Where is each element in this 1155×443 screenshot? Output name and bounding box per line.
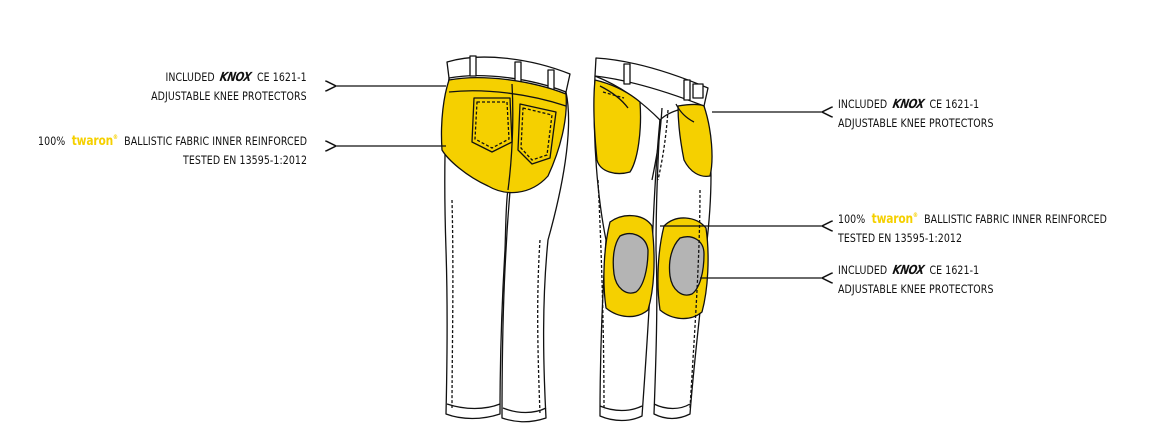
front-knox-hip-patch-right xyxy=(677,103,713,178)
knee-pad-right xyxy=(668,236,705,296)
callout-suffix: CE 1621-1 xyxy=(929,263,980,277)
callout-front-knox-bottom: INCLUDED KNOX CE 1621-1 ADJUSTABLE KNEE … xyxy=(838,260,994,299)
callout-back-knox: INCLUDED KNOX CE 1621-1 ADJUSTABLE KNEE … xyxy=(151,67,307,106)
callout-prefix: 100% xyxy=(838,212,866,226)
knee-pad-left xyxy=(612,233,649,294)
callout-suffix: CE 1621-1 xyxy=(257,70,307,84)
back-twaron-seat-patch xyxy=(440,77,567,194)
callout-suffix: BALLISTIC FABRIC INNER REINFORCED xyxy=(124,134,307,148)
knox-logo: KNOX xyxy=(891,262,926,277)
callout-front-twaron: 100% twaron® BALLISTIC FABRIC INNER REIN… xyxy=(838,206,1107,248)
back-pocket-left xyxy=(471,97,513,153)
callout-line2: ADJUSTABLE KNEE PROTECTORS xyxy=(838,116,994,130)
front-knox-hip-patch-left xyxy=(593,79,642,175)
callout-back-twaron: 100% twaron® BALLISTIC FABRIC INNER REIN… xyxy=(38,128,307,170)
callout-arrows xyxy=(336,86,822,278)
callout-prefix: INCLUDED xyxy=(838,97,888,111)
callout-suffix: BALLISTIC FABRIC INNER REINFORCED xyxy=(924,212,1108,226)
front-view-jeans xyxy=(593,57,713,422)
knox-logo: KNOX xyxy=(219,69,254,84)
twaron-logo: twaron® xyxy=(871,212,918,227)
callout-line2: TESTED EN 13595-1:2012 xyxy=(182,153,307,167)
knox-logo: KNOX xyxy=(891,96,926,111)
back-view-jeans xyxy=(440,55,571,423)
twaron-logo: twaron® xyxy=(71,134,118,149)
back-waistband xyxy=(446,56,571,93)
back-pocket-right xyxy=(517,103,557,165)
callout-prefix: 100% xyxy=(37,134,66,148)
callout-line2: ADJUSTABLE KNEE PROTECTORS xyxy=(838,282,994,296)
callout-prefix: INCLUDED xyxy=(838,263,888,277)
callout-suffix: CE 1621-1 xyxy=(929,97,980,111)
callout-line2: TESTED EN 13595-1:2012 xyxy=(838,231,963,245)
callout-front-knox-top: INCLUDED KNOX CE 1621-1 ADJUSTABLE KNEE … xyxy=(838,94,994,133)
callout-line2: ADJUSTABLE KNEE PROTECTORS xyxy=(151,89,307,103)
callout-prefix: INCLUDED xyxy=(165,70,216,84)
